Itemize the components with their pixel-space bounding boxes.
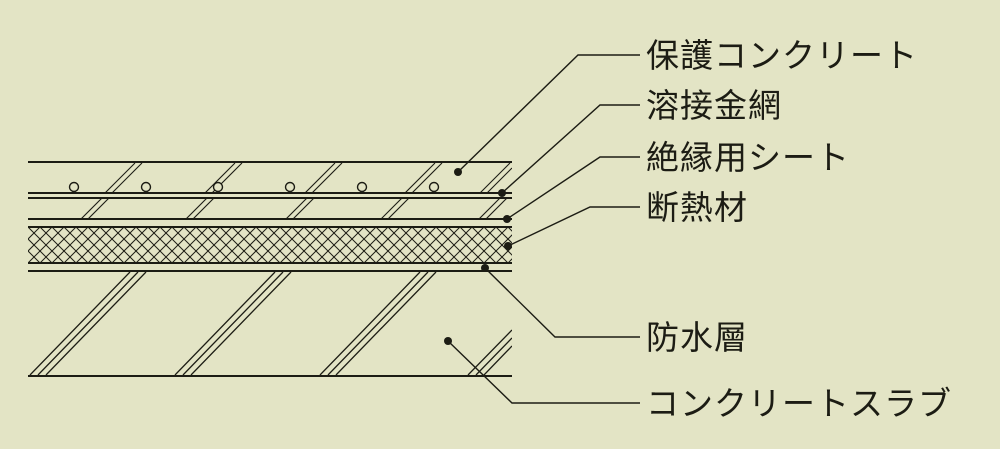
leader-dot bbox=[444, 337, 452, 345]
label-concrete-slab: コンクリートスラブ bbox=[646, 384, 952, 423]
rebar-icon bbox=[212, 181, 224, 193]
leader-wire-mesh bbox=[501, 104, 640, 194]
crosshatch-line bbox=[0, 227, 28, 263]
leader-dot bbox=[481, 264, 489, 272]
rebar-icon bbox=[284, 181, 296, 193]
leader-dot bbox=[504, 242, 512, 250]
crosshatch-line bbox=[544, 227, 580, 263]
rebar-icon bbox=[428, 181, 440, 193]
leader-dots bbox=[444, 168, 512, 345]
leader-dot bbox=[503, 215, 511, 223]
label-welded-wire-mesh: 溶接金網 bbox=[646, 86, 782, 125]
crosshatch-line bbox=[484, 228, 512, 256]
leader-dot bbox=[454, 168, 462, 176]
rebar-icon bbox=[140, 181, 152, 193]
leader-protective-concrete bbox=[457, 54, 640, 173]
layer-lines bbox=[28, 161, 512, 377]
crosshatch-line bbox=[0, 227, 28, 263]
label-waterproof-layer: 防水層 bbox=[646, 318, 748, 357]
leader-thermal-insulation bbox=[507, 206, 640, 247]
wire-mesh-bars bbox=[68, 181, 440, 193]
rebar-icon bbox=[356, 181, 368, 193]
crosshatch-line bbox=[508, 228, 512, 232]
label-thermal-insulation: 断熱材 bbox=[646, 188, 748, 227]
protective-concrete-hatch bbox=[104, 163, 512, 193]
crosshatch-line bbox=[496, 228, 512, 244]
label-insulating-sheet: 絶縁用シート bbox=[646, 138, 850, 177]
leader-insulating-sheet bbox=[506, 156, 640, 220]
leader-waterproof-layer bbox=[484, 267, 640, 338]
thermal-insulation-crosshatch bbox=[0, 227, 580, 263]
crosshatch-line bbox=[508, 258, 512, 262]
leader-dot bbox=[498, 189, 506, 197]
concrete-slab-hatch bbox=[29, 272, 512, 375]
rebar-icon bbox=[68, 181, 80, 193]
crosshatch-line bbox=[496, 246, 512, 262]
leader-concrete-slab bbox=[447, 340, 640, 404]
insulating-sheet-hatch bbox=[79, 197, 509, 220]
crosshatch-line bbox=[544, 227, 580, 263]
label-protective-concrete: 保護コンクリート bbox=[646, 36, 918, 75]
leader-lines bbox=[447, 54, 640, 404]
